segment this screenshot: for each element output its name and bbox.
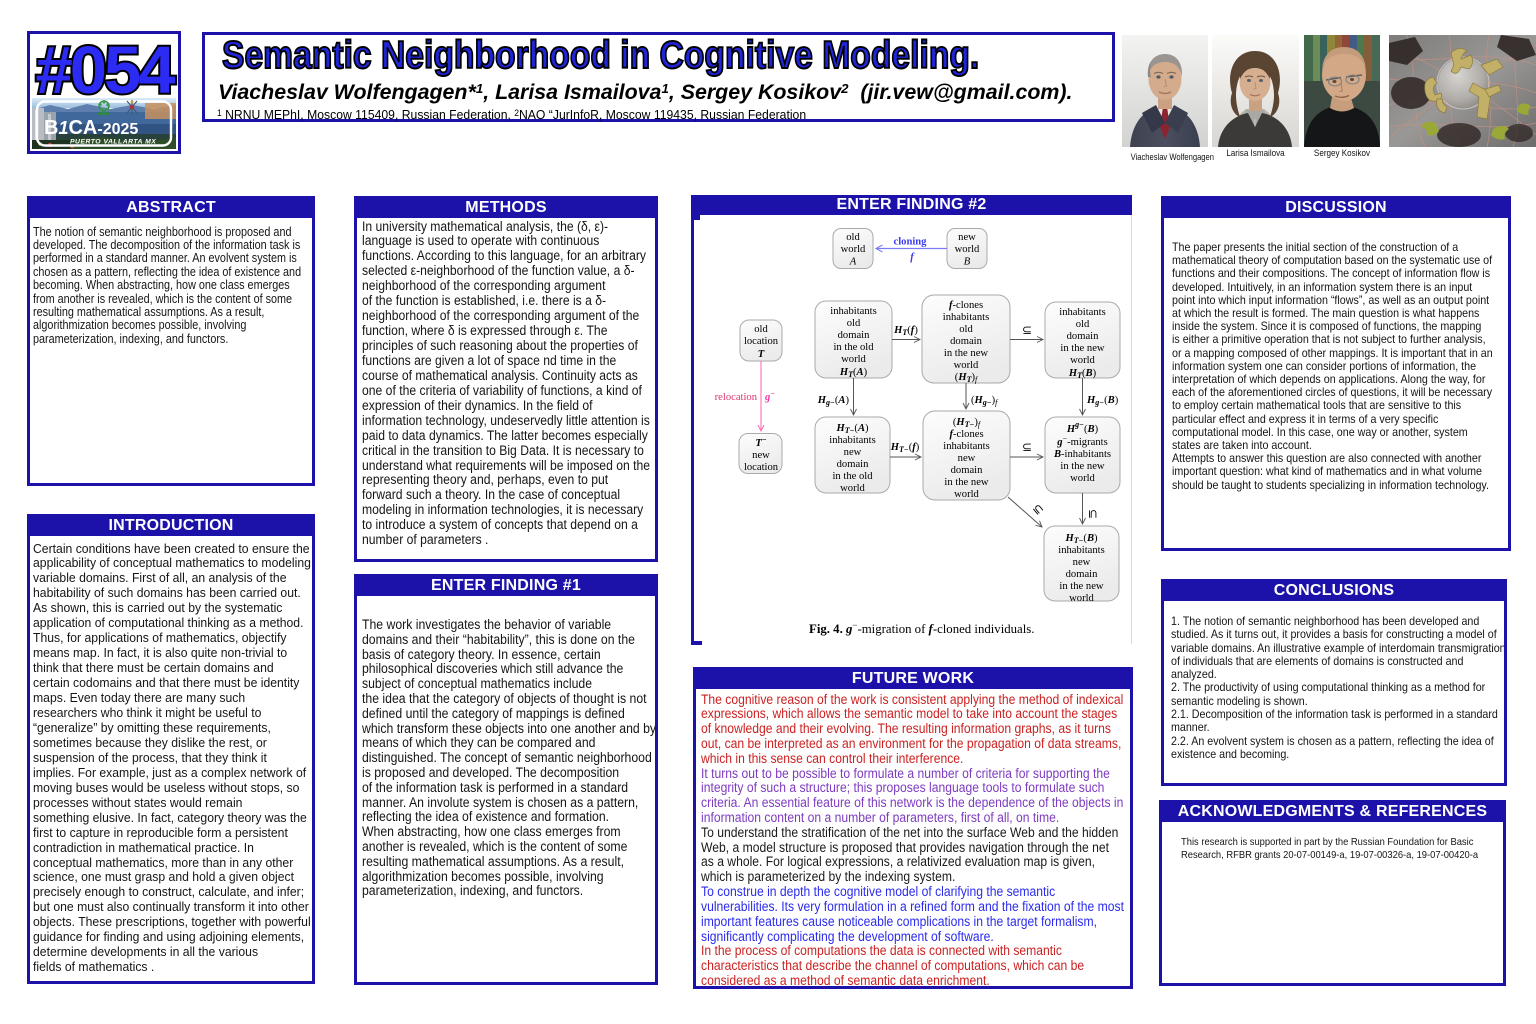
svg-text:⊆: ⊆ (1086, 509, 1100, 519)
svg-text:Hg−(A): Hg−(A) (817, 395, 850, 407)
svg-text:world: world (955, 244, 980, 255)
svg-text:world: world (1069, 593, 1094, 604)
svg-text:old: old (754, 324, 768, 335)
svg-text:B: B (964, 257, 971, 268)
svg-text:HT(f): HT(f) (893, 325, 918, 337)
svg-text:Fig. 4. g−-migration of f-clon: Fig. 4. g−-migration of f-cloned individ… (809, 620, 1034, 636)
svg-text:⊆: ⊆ (1022, 323, 1032, 337)
svg-text:Hg−(B): Hg−(B) (1066, 420, 1099, 435)
svg-text:in the new: in the new (1060, 461, 1104, 472)
svg-text:in the new: in the new (944, 348, 988, 359)
svg-text:location: location (744, 336, 779, 347)
svg-text:inhabitants: inhabitants (943, 441, 990, 452)
svg-text:relocation: relocation (715, 392, 758, 403)
svg-text:new: new (958, 232, 976, 243)
svg-text:in the new: in the new (1060, 343, 1104, 354)
svg-text:inhabitants: inhabitants (943, 312, 990, 323)
svg-text:in the new: in the new (1059, 581, 1103, 592)
svg-text:in the new: in the new (944, 477, 988, 488)
svg-text:A: A (849, 257, 857, 268)
svg-text:g−-migrants: g−-migrants (1056, 434, 1107, 448)
svg-text:HT(A): HT(A) (839, 367, 868, 379)
svg-text:cloning: cloning (894, 237, 928, 248)
svg-text:f-clones: f-clones (949, 429, 983, 440)
svg-text:in the old: in the old (832, 471, 873, 482)
svg-text:Hg−(B): Hg−(B) (1086, 395, 1119, 407)
svg-text:(HT)f: (HT)f (955, 372, 979, 384)
svg-text:g−: g− (764, 389, 775, 403)
svg-text:T−: T− (755, 435, 766, 449)
svg-text:domain: domain (1067, 331, 1099, 342)
svg-text:B-inhabitants: B-inhabitants (1053, 449, 1111, 460)
svg-text:world: world (1070, 473, 1095, 484)
svg-text:⊆: ⊆ (1030, 501, 1047, 518)
svg-text:inhabitants: inhabitants (1058, 545, 1105, 556)
svg-text:f: f (910, 252, 915, 263)
svg-text:HT−(A): HT−(A) (835, 423, 869, 435)
svg-text:domain: domain (951, 465, 983, 476)
svg-text:inhabitants: inhabitants (830, 306, 877, 317)
svg-text:new: new (958, 453, 976, 464)
svg-text:T: T (758, 349, 765, 360)
svg-text:domain: domain (837, 459, 869, 470)
svg-text:old: old (846, 232, 860, 243)
svg-text:world: world (841, 354, 866, 365)
svg-text:(HT−)f: (HT−)f (953, 417, 982, 429)
svg-text:world: world (841, 244, 866, 255)
svg-text:world: world (1070, 355, 1095, 366)
svg-text:domain: domain (950, 336, 982, 347)
svg-text:⊆: ⊆ (1022, 440, 1032, 454)
svg-text:old: old (847, 318, 861, 329)
svg-text:world: world (954, 489, 979, 500)
svg-text:HT−(f): HT−(f) (890, 442, 920, 454)
svg-text:f-clones: f-clones (949, 300, 983, 311)
svg-text:new: new (752, 450, 770, 461)
svg-text:new: new (844, 447, 862, 458)
svg-text:old: old (959, 324, 973, 335)
svg-text:domain: domain (838, 330, 870, 341)
svg-text:B1CA-2025: B1CA-2025 (44, 117, 138, 139)
svg-text:HT(B): HT(B) (1068, 368, 1097, 380)
svg-text:inhabitants: inhabitants (1059, 307, 1106, 318)
svg-text:old: old (1076, 319, 1090, 330)
svg-text:HT−(B): HT−(B) (1064, 533, 1098, 545)
svg-text:PUERTO VALLARTA MX: PUERTO VALLARTA MX (70, 139, 156, 146)
svg-text:(Hg−)f: (Hg−)f (971, 395, 999, 407)
svg-text:inhabitants: inhabitants (829, 435, 876, 446)
svg-text:world: world (954, 360, 979, 371)
svg-text:domain: domain (1066, 569, 1098, 580)
svg-text:#054: #054 (35, 34, 175, 98)
svg-text:new: new (1073, 557, 1091, 568)
svg-text:location: location (744, 462, 779, 473)
svg-text:world: world (840, 483, 865, 494)
svg-text:in the old: in the old (833, 342, 874, 353)
